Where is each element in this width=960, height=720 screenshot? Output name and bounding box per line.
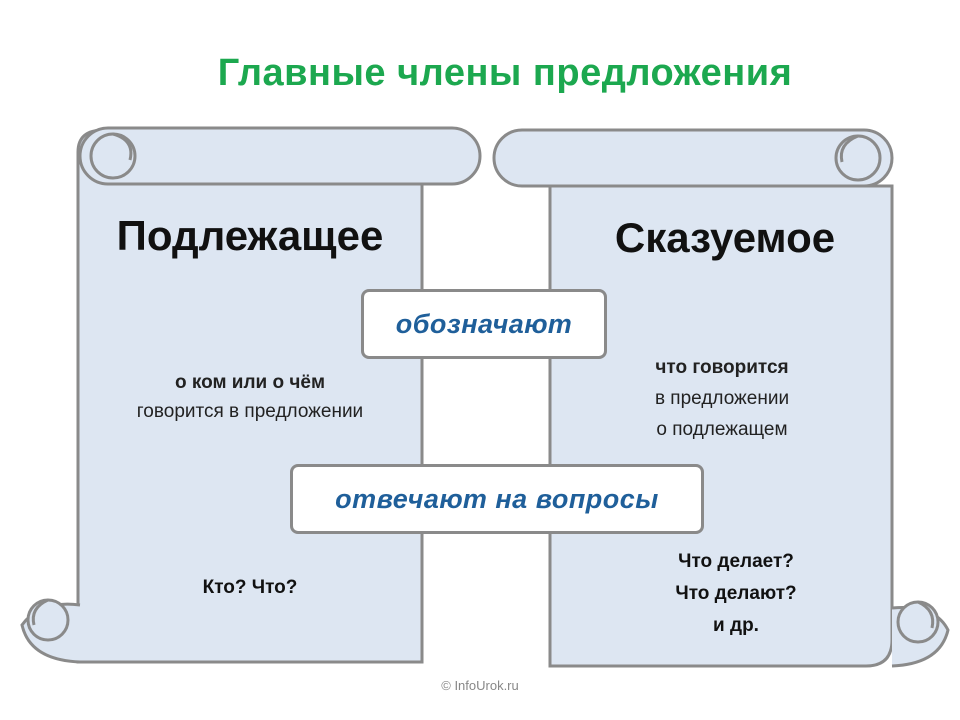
right-question-line2: Что делают? (675, 583, 797, 604)
left-scroll-questions: Кто? Что? (202, 577, 298, 598)
right-description-line3: о подлежащем (656, 419, 788, 440)
denote-connector-label: обозначают (361, 289, 607, 359)
right-question-line3: и др. (713, 615, 759, 636)
answer-questions-connector-label: отвечают на вопросы (290, 464, 704, 534)
right-description-line1: что говорится (655, 357, 789, 378)
left-description-line2: говорится в предложении (136, 401, 364, 422)
right-scroll (492, 128, 950, 668)
left-scroll-heading: Подлежащее (116, 212, 384, 259)
right-question-line1: Что делает? (678, 551, 794, 572)
right-scroll-description: что говорится в предложении о подлежащем (550, 352, 894, 445)
right-description-line2: в предложении (654, 388, 790, 409)
right-scroll-questions: Что делает? Что делают? и др. (550, 546, 922, 642)
copyright-footer: © InfoUrok.ru (441, 678, 519, 693)
left-scroll-description: о ком или о чём говорится в предложении (78, 368, 422, 426)
page-title: Главные члены предложения (217, 52, 793, 94)
right-scroll-heading: Сказуемое (614, 214, 836, 261)
left-description-line1: о ком или о чём (174, 372, 326, 393)
